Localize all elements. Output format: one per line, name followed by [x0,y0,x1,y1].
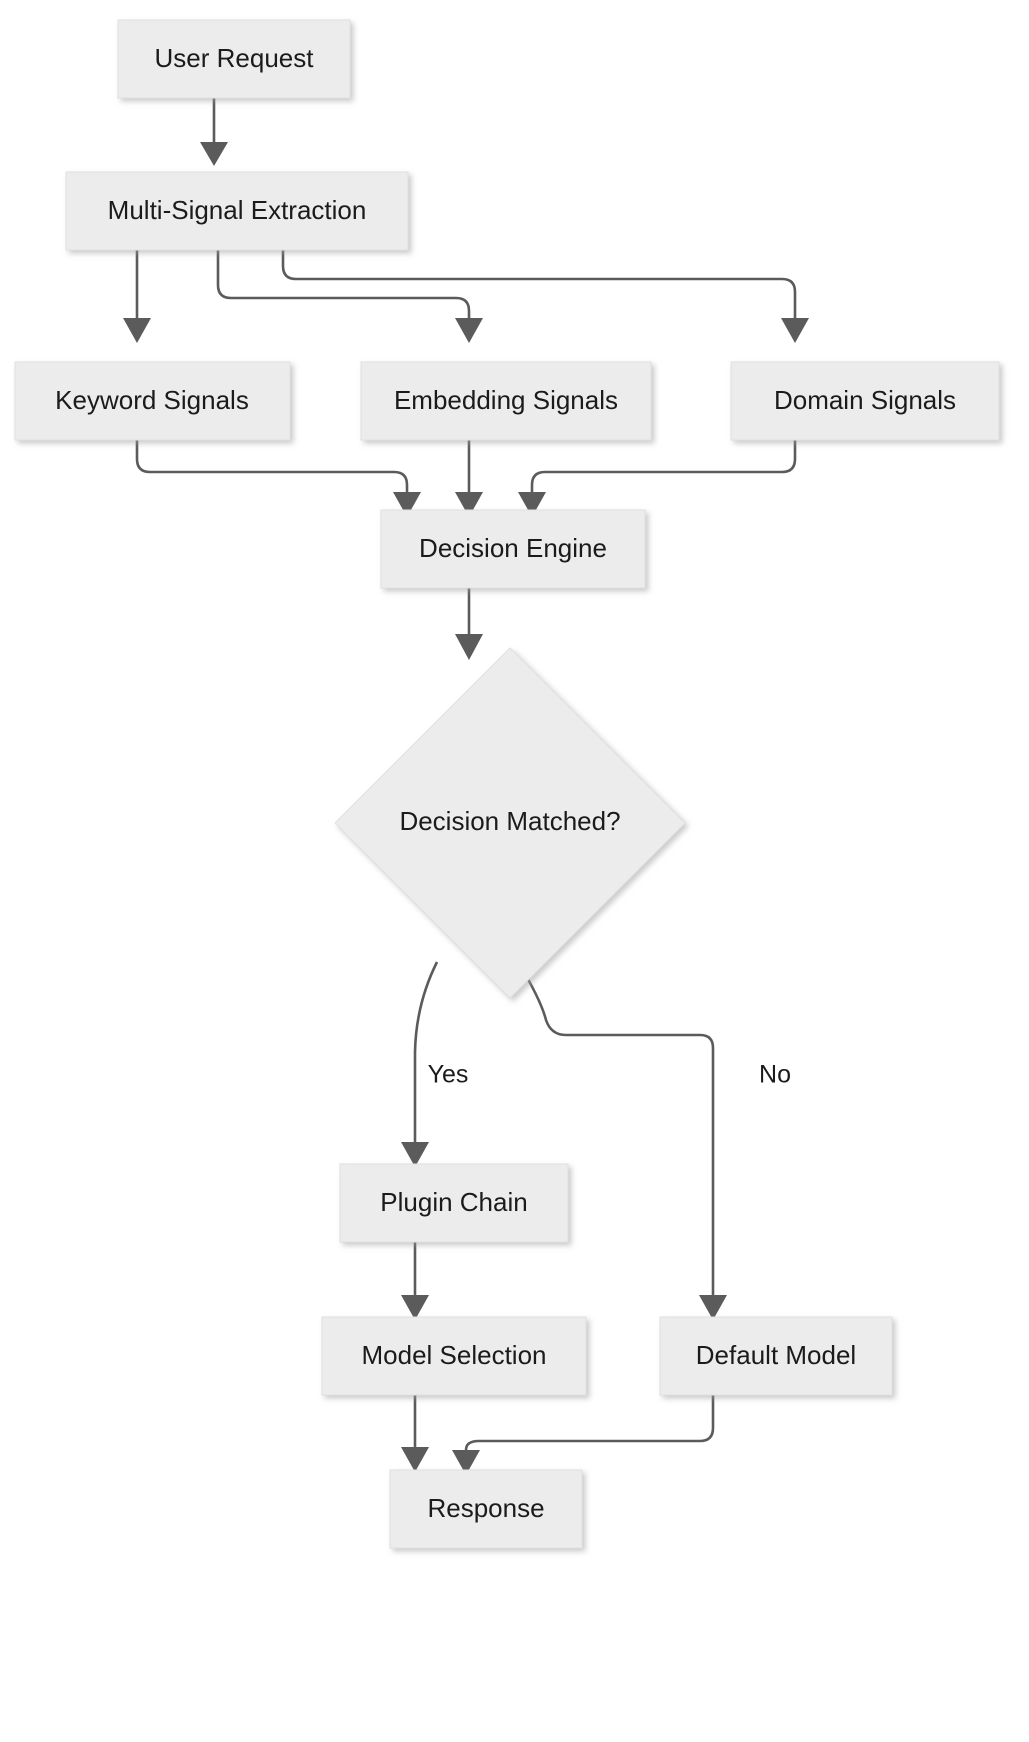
edge-multi-signal-to-embedding-signals [216,250,483,343]
edge-decision-engine-to-decision-matched [455,588,483,660]
edge-label-no: No [759,1061,791,1089]
node-layer: User Request Multi-Signal Extraction Key… [14,19,1000,1549]
node-keyword-signals-label: Keyword Signals [55,385,249,415]
edge-keyword-signals-to-decision-engine [135,440,421,517]
node-embedding-signals-label: Embedding Signals [394,385,618,415]
node-decision-matched-label: Decision Matched? [399,806,620,836]
edge-domain-signals-to-decision-engine [518,440,797,517]
node-model-selection[interactable]: Model Selection [321,1316,587,1396]
edge-embedding-signals-to-decision-engine [455,440,483,517]
edge-plugin-chain-to-model-selection [401,1242,429,1320]
node-decision-matched[interactable]: Decision Matched? [334,647,686,999]
node-response-label: Response [427,1493,544,1523]
node-keyword-signals[interactable]: Keyword Signals [14,361,291,441]
node-plugin-chain[interactable]: Plugin Chain [339,1163,569,1243]
edge-decision-matched-to-plugin-chain [401,961,439,1167]
node-multi-signal-extraction-label: Multi-Signal Extraction [108,195,367,225]
node-decision-engine-label: Decision Engine [419,533,607,563]
edge-user-request-to-multi-signal [200,98,228,166]
node-default-model[interactable]: Default Model [659,1316,893,1396]
node-user-request-label: User Request [155,43,315,73]
edge-multi-signal-to-keyword-signals [123,250,151,343]
node-domain-signals[interactable]: Domain Signals [730,361,1000,441]
node-embedding-signals[interactable]: Embedding Signals [360,361,652,441]
node-user-request[interactable]: User Request [117,19,351,99]
node-response[interactable]: Response [389,1469,583,1549]
node-plugin-chain-label: Plugin Chain [380,1187,527,1217]
edge-label-layer: Yes No [428,1061,791,1089]
edge-multi-signal-to-domain-signals [281,250,809,343]
node-decision-engine[interactable]: Decision Engine [380,509,646,589]
node-default-model-label: Default Model [696,1340,856,1370]
edge-decision-matched-to-default-model [516,961,727,1320]
node-model-selection-label: Model Selection [362,1340,547,1370]
edge-model-selection-to-response [401,1395,429,1472]
node-multi-signal-extraction[interactable]: Multi-Signal Extraction [65,171,409,251]
node-domain-signals-label: Domain Signals [774,385,956,415]
edge-default-model-to-response [452,1395,715,1475]
edge-layer [123,98,809,1475]
edge-label-yes: Yes [428,1061,469,1089]
